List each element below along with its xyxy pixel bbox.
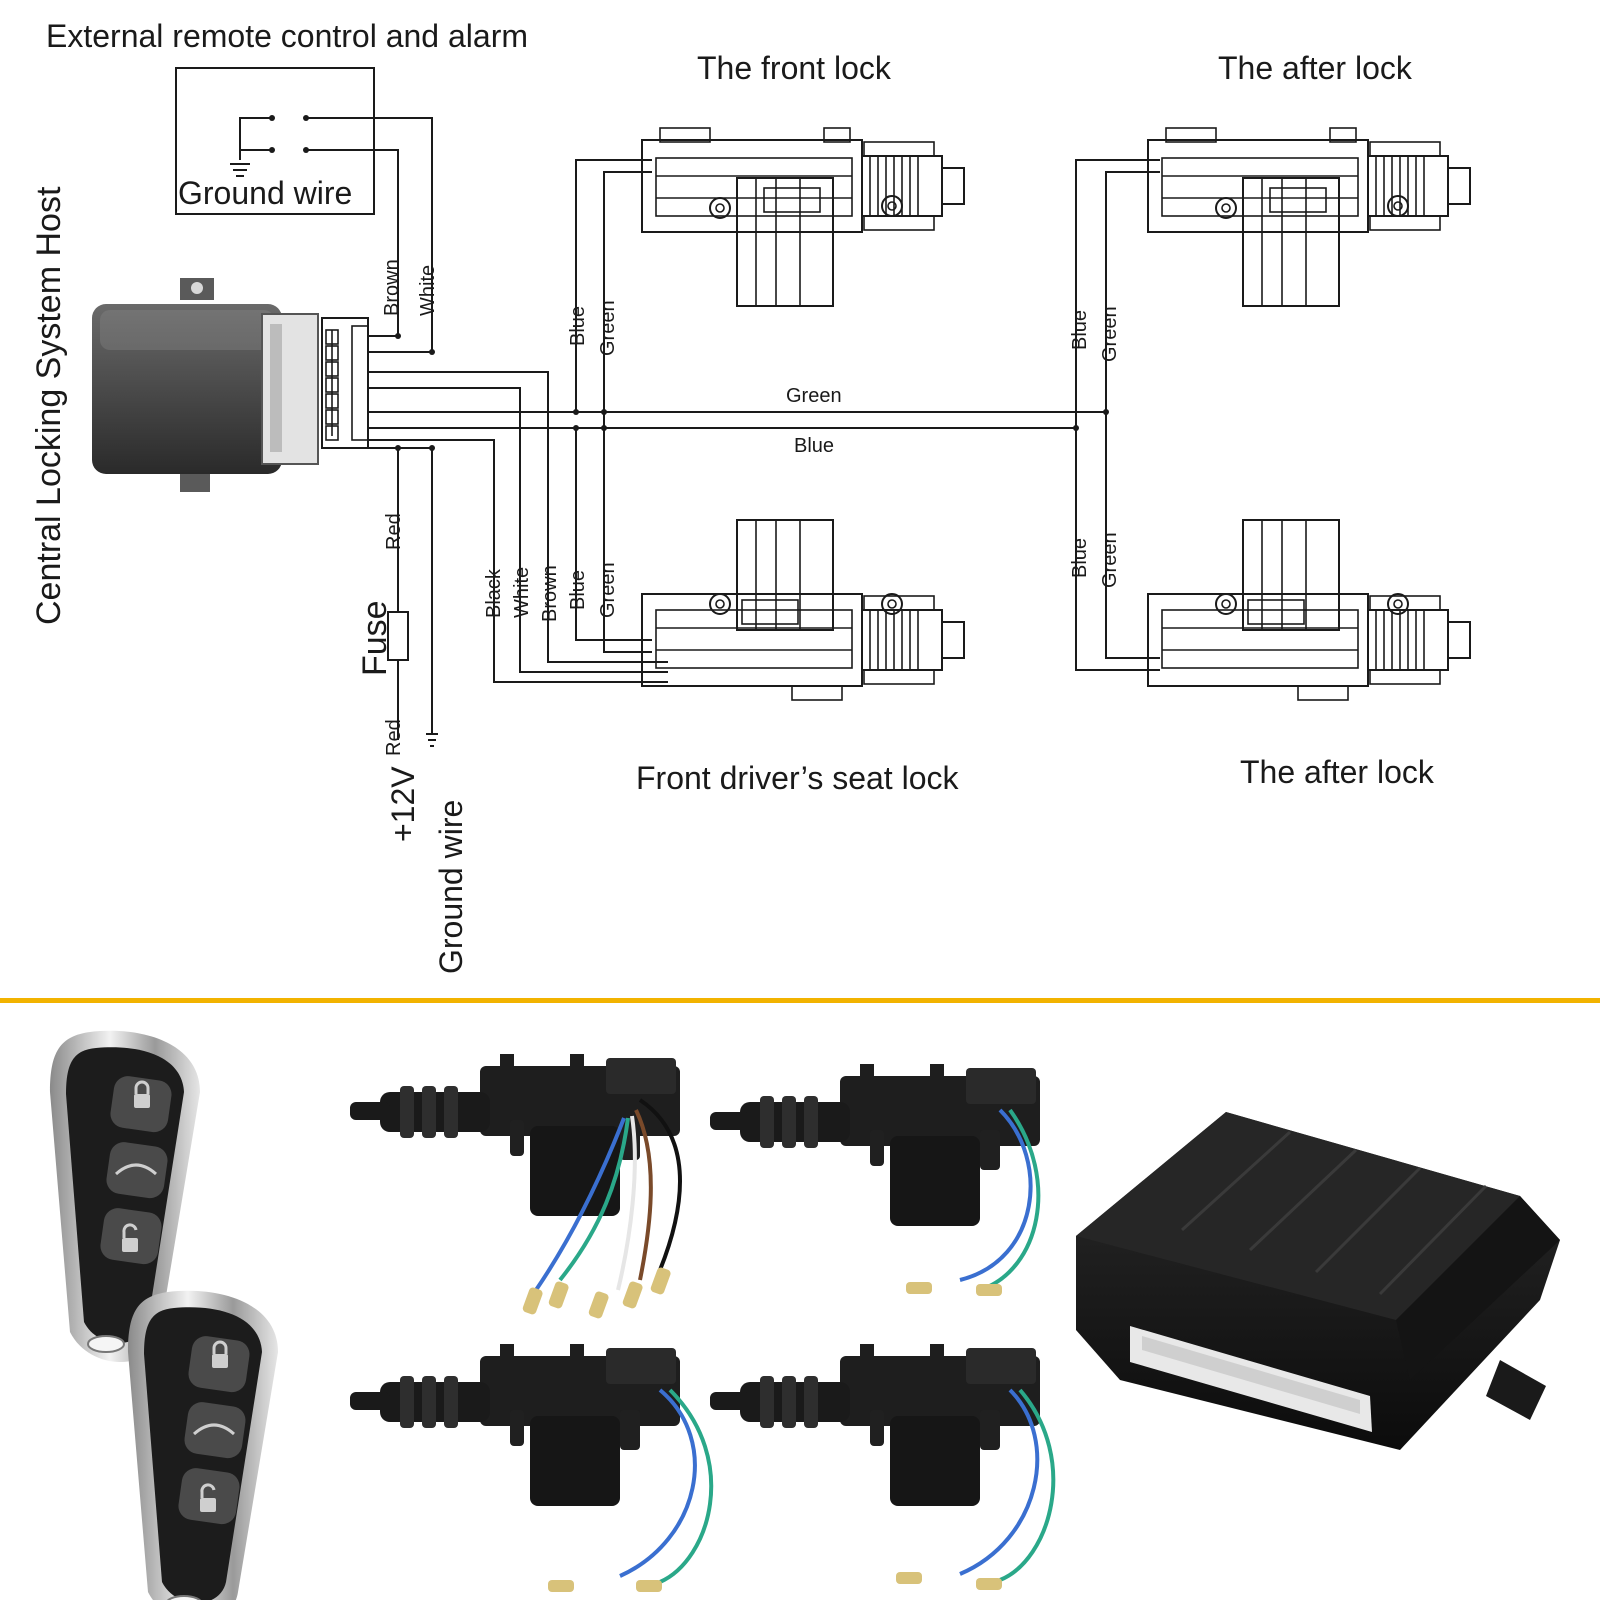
- front-lock-label: The front lock: [697, 50, 892, 86]
- drv-black-label: Black: [483, 568, 505, 618]
- after-lock-top-drawing: [1147, 127, 1471, 307]
- after-bottom-blue-label: Blue: [1069, 538, 1091, 578]
- control-box: [1076, 1112, 1560, 1450]
- section-divider: [0, 998, 1600, 1003]
- driver-lock-drawing: [641, 519, 965, 701]
- wire-red-bottom-label: Red: [383, 719, 405, 756]
- host-label: Central Locking System Host: [30, 186, 68, 625]
- drv-blue-label: Blue: [567, 570, 589, 610]
- front-green-label: Green: [597, 300, 619, 356]
- after-top-blue-label: Blue: [1069, 310, 1091, 350]
- drv-brown-label: Brown: [539, 565, 561, 622]
- wire-white-label: White: [417, 265, 439, 316]
- front-blue-label: Blue: [567, 306, 589, 346]
- remote-alarm-box: [175, 67, 375, 215]
- central-host-module: [92, 278, 319, 492]
- driver-lock-label: Front driver’s seat lock: [636, 760, 959, 796]
- front-lock-drawing: [641, 127, 965, 307]
- after-top-green-label: Green: [1099, 306, 1121, 362]
- actuator-slave-2: [350, 1344, 714, 1592]
- wire-red-top-label: Red: [383, 513, 405, 550]
- after-lock-bottom-drawing: [1147, 519, 1471, 701]
- drv-green-label: Green: [597, 562, 619, 618]
- ground-wire-box-label: Ground wire: [178, 175, 352, 211]
- remote-fob-2: [126, 1289, 280, 1605]
- actuator-master: [350, 1054, 682, 1319]
- wire-green-main-label: Green: [786, 385, 842, 407]
- host-connector: [321, 317, 369, 449]
- drv-white-label: White: [511, 567, 533, 618]
- voltage-label: +12V: [385, 766, 421, 842]
- fuse-label: Fuse: [356, 600, 394, 676]
- ground-wire-bottom-label: Ground wire: [433, 800, 469, 974]
- wire-brown-label: Brown: [381, 259, 403, 316]
- external-remote-label: External remote control and alarm: [46, 18, 528, 54]
- after-bottom-green-label: Green: [1099, 532, 1121, 588]
- actuator-slave-1: [710, 1064, 1041, 1296]
- wire-blue-main-label: Blue: [794, 435, 834, 457]
- actuator-slave-3: [710, 1344, 1056, 1590]
- after-lock-bottom-label: The after lock: [1240, 754, 1435, 790]
- after-lock-top-label: The after lock: [1218, 50, 1413, 86]
